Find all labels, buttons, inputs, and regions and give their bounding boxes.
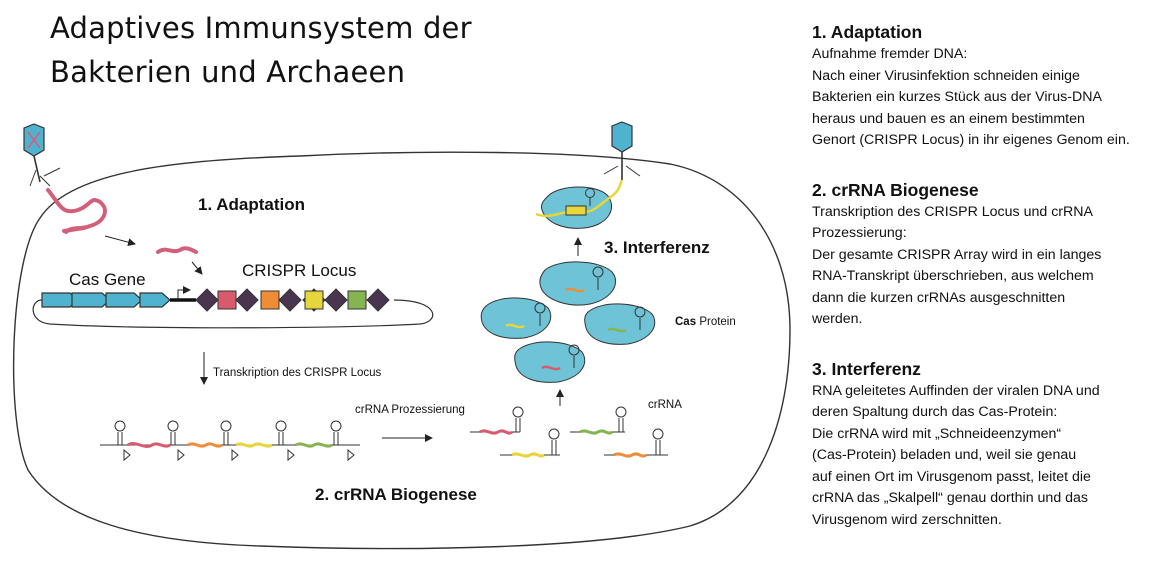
viral-dna-fragment xyxy=(62,226,86,233)
transcription-label: Transkription des CRISPR Locus xyxy=(213,367,382,379)
bacterial-chromosome xyxy=(32,299,434,329)
crispr-diagram: 1. Adaptation Cas Gene CRISPR Locus Tran… xyxy=(12,121,791,550)
spacer-1 xyxy=(217,290,237,310)
interference-heading: 3. Interferenz xyxy=(604,238,710,257)
pre-crrna-transcript xyxy=(100,420,360,462)
section-text-line: dann die kurzen crRNAs ausgeschnitten xyxy=(812,289,1066,306)
section-text-line: werden. xyxy=(812,311,863,327)
section-text-line: Prozessierung: xyxy=(812,225,907,241)
section-text-line: auf einen Ort im Virusgenom passt, leite… xyxy=(812,468,1091,485)
section-text-line: heraus und bauen es an einem bestimmten xyxy=(812,110,1085,127)
explanation-panel: 1. Adaptation Aufnahme fremder DNA: Nach… xyxy=(812,20,1148,531)
spacer-4 xyxy=(347,290,367,310)
section-adaptation-heading: 1. Adaptation xyxy=(812,22,923,42)
section-text-line: RNA-Transkript überschrieben, aus welche… xyxy=(812,268,1094,284)
crispr-array xyxy=(195,288,390,312)
title-line-2: Bakterien und Archaeen xyxy=(50,55,406,89)
adaptation-heading: 1. Adaptation xyxy=(198,195,305,214)
adaptation-arrow-2 xyxy=(191,261,203,275)
section-text-line: Der gesamte CRISPR Array wird in ein lan… xyxy=(812,246,1102,263)
crispr-locus-label: CRISPR Locus xyxy=(242,261,356,280)
section-adaptation: 1. Adaptation Aufnahme fremder DNA: Nach… xyxy=(812,20,1148,152)
section-biogenesis: 2. crRNA Biogenese Transkription des CRI… xyxy=(812,178,1148,331)
scissors-cut-site xyxy=(565,205,587,216)
cas-complex-3 xyxy=(584,303,656,345)
section-text-line: Aufnahme fremder DNA: xyxy=(812,46,968,62)
cas-gene-2 xyxy=(71,292,111,308)
adaptation-arrow-1 xyxy=(104,235,136,247)
repeat-5 xyxy=(324,288,348,312)
bacterial-cell-outline xyxy=(12,151,791,550)
viral-dna-strand xyxy=(46,188,107,234)
spacer-2 xyxy=(260,290,280,310)
mature-crrnas xyxy=(470,406,668,458)
repeat-3 xyxy=(278,288,302,312)
section-text-line: (Cas-Protein) beladen und, weil sie gena… xyxy=(812,447,1077,463)
phage-virus-left xyxy=(23,123,61,187)
section-text-line: deren Spaltung durch das Cas-Protein: xyxy=(812,404,1058,420)
cas-genes xyxy=(41,292,171,308)
title-line-1: Adaptives Immunsystem der xyxy=(50,11,472,45)
section-interference-heading: 3. Interferenz xyxy=(812,358,921,379)
cas-complex-2 xyxy=(480,297,552,339)
repeat-6 xyxy=(366,288,390,312)
crrna-label: crRNA xyxy=(648,399,682,411)
target-viral-dna xyxy=(535,179,624,218)
cas-gene-4 xyxy=(139,292,171,308)
section-text-line: Virusgenom wird zerschnitten. xyxy=(812,511,1002,528)
section-text-line: Nach einer Virusinfektion schneiden eini… xyxy=(812,67,1080,84)
spacer-3 xyxy=(304,290,324,310)
promoter-arrow xyxy=(177,286,191,300)
biogenesis-heading: 2. crRNA Biogenese xyxy=(315,485,477,504)
page-title: Adaptives Immunsystem der Bakterien und … xyxy=(50,6,472,94)
section-text-line: Transkription des CRISPR Locus und crRNA xyxy=(812,203,1093,220)
repeat-1 xyxy=(195,288,219,312)
cas-protein-complexes xyxy=(480,261,656,383)
section-biogenesis-heading: 2. crRNA Biogenese xyxy=(812,179,979,200)
section-text-line: Genort (CRISPR Locus) in ihr eigenes Gen… xyxy=(812,132,1130,148)
section-text-line: RNA geleitetes Auffinden der viralen DNA… xyxy=(812,382,1100,399)
excised-virus-fragment xyxy=(156,246,198,254)
cas-gene-3 xyxy=(105,292,143,308)
cas-complex-1 xyxy=(539,261,617,306)
phage-virus-right xyxy=(603,121,641,180)
section-text-line: crRNA das „Skalpell“ genau dorthin und d… xyxy=(812,490,1089,506)
repeat-2 xyxy=(235,288,259,312)
cas-complex-4 xyxy=(514,341,586,383)
processing-label: crRNA Prozessierung xyxy=(355,404,465,416)
cas-gene-label: Cas Gene xyxy=(69,270,146,289)
cas-protein-label: Cas Protein xyxy=(675,316,736,328)
section-text-line: Bakterien ein kurzes Stück aus der Virus… xyxy=(812,89,1102,105)
section-interference: 3. Interferenz RNA geleitetes Auffinden … xyxy=(812,357,1148,532)
section-text-line: Die crRNA wird mit „Schneideenzymen“ xyxy=(812,425,1062,442)
